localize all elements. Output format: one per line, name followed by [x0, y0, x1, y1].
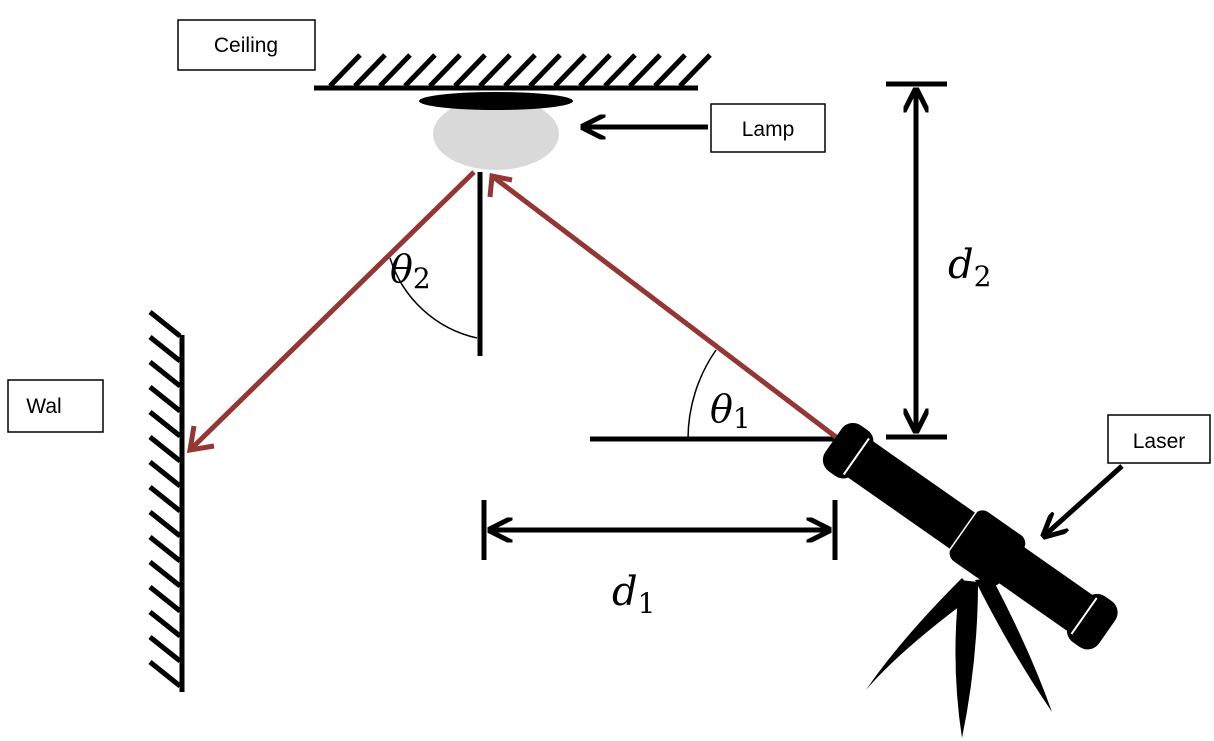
- d1-dimension: [481, 500, 838, 560]
- wall-hatch-mark: [148, 335, 182, 363]
- wall-hatch-mark: [148, 560, 182, 588]
- reflected-beam-arrowhead: [186, 425, 215, 454]
- ceiling-hatch-mark: [578, 53, 612, 88]
- wall-hatch-mark: [148, 610, 182, 638]
- lamp-label: Lamp: [742, 118, 795, 141]
- lamp-base: [419, 92, 573, 110]
- theta1-arc: [687, 349, 717, 440]
- theta1-symbol: θ1: [710, 387, 751, 435]
- laser-beam: [186, 170, 838, 454]
- ceiling-hatch-mark: [353, 53, 387, 88]
- wall-hatch-mark: [148, 435, 182, 463]
- ceiling-hatch: [328, 53, 712, 88]
- ceiling-hatch-mark: [403, 53, 437, 88]
- wall-hatch-mark: [148, 310, 182, 338]
- laser-label-box: Laser: [1107, 414, 1211, 464]
- ceiling-hatch-mark: [428, 53, 462, 88]
- wall-hatch-mark: [148, 410, 182, 438]
- wall-label: Wal: [26, 395, 61, 418]
- ceiling-hatch-mark: [603, 53, 637, 88]
- incident-beam: [490, 174, 838, 439]
- wall-hatch-mark: [148, 385, 182, 413]
- ceiling-label-box: Ceiling: [177, 19, 316, 71]
- lamp-shade: [433, 98, 559, 170]
- wall-hatch-mark: [148, 360, 182, 388]
- laser-label: Laser: [1133, 430, 1186, 453]
- wall-hatch-mark: [148, 510, 182, 538]
- wall-label-box: Wal: [7, 379, 104, 433]
- ceiling-hatch-mark: [678, 53, 712, 88]
- ceiling-hatch-mark: [553, 53, 587, 88]
- ceiling-hatch-mark: [328, 53, 362, 88]
- ceiling-hatch-mark: [378, 53, 412, 88]
- wall: [148, 310, 185, 692]
- wall-hatch: [148, 310, 182, 688]
- incident-beam-arrowhead: [487, 173, 513, 198]
- theta2-arc: [389, 257, 478, 339]
- tripod-leg-right: [975, 578, 1052, 712]
- ceiling-hatch-mark: [453, 53, 487, 88]
- wall-hatch-mark: [148, 535, 182, 563]
- d2-symbol: d2: [948, 242, 991, 293]
- theta2-symbol: θ2: [390, 247, 431, 295]
- lamp: [419, 92, 573, 170]
- laser-rear-cap: [1066, 593, 1118, 650]
- wall-hatch-mark: [148, 635, 182, 663]
- ceiling-hatch-mark: [628, 53, 662, 88]
- laser-front-cap: [822, 422, 874, 479]
- wall-hatch-mark: [148, 660, 182, 688]
- ceiling-hatch-mark: [653, 53, 687, 88]
- ceiling-hatch-mark: [478, 53, 512, 88]
- tripod-leg-middle: [955, 580, 978, 738]
- laser-device: [822, 422, 1118, 738]
- ceiling: [314, 53, 712, 91]
- wall-hatch-mark: [148, 460, 182, 488]
- ceiling-hatch-mark: [528, 53, 562, 88]
- laser-pointer-arrow: [1044, 464, 1124, 536]
- lamp-label-box: Lamp: [710, 103, 826, 153]
- tripod-leg-left: [866, 578, 976, 690]
- reflected-beam: [188, 170, 476, 452]
- laser-mid-collar: [949, 510, 1026, 587]
- d2-dimension: [886, 81, 947, 440]
- ceiling-hatch-mark: [503, 53, 537, 88]
- wall-hatch-mark: [148, 485, 182, 513]
- d1-symbol: d1: [612, 569, 655, 620]
- wall-hatch-mark: [148, 585, 182, 613]
- ceiling-label: Ceiling: [214, 34, 278, 57]
